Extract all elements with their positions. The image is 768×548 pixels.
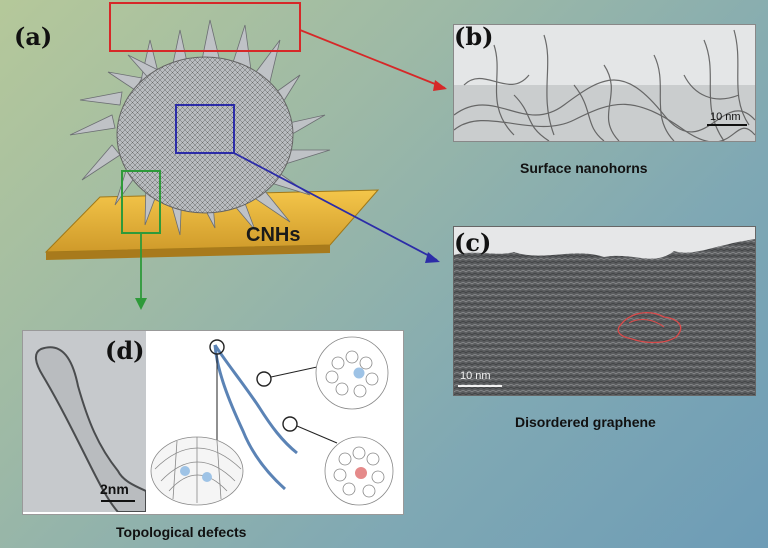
defect-cone <box>150 436 244 506</box>
panel-d-label: (d) <box>105 336 145 365</box>
caption-disordered-graphene: Disordered graphene <box>515 414 656 430</box>
zoom-box-interior <box>175 104 235 154</box>
caption-surface-nanohorns: Surface nanohorns <box>520 160 648 176</box>
zoom-box-surface <box>109 2 301 52</box>
scalebar-d: 2nm <box>100 481 129 497</box>
defect-schematic <box>150 336 394 506</box>
substrate-label: CNHs <box>246 224 301 246</box>
scalebar-c: 10 nm <box>460 370 491 382</box>
panel-a-label: (a) <box>14 22 53 51</box>
defect-pentagon-cluster <box>315 336 389 410</box>
tem-image-surface: 10 nm <box>453 24 756 142</box>
tem-image-defects: 2nm <box>23 331 146 512</box>
panel-c-label: (c) <box>454 228 492 257</box>
caption-topological-defects: Topological defects <box>116 524 247 540</box>
defect-heptagon-cluster <box>324 436 394 506</box>
panel-b-label: (b) <box>454 22 494 51</box>
tem-image-graphene: 10 nm <box>453 226 756 396</box>
scalebar-b: 10 nm <box>710 111 741 123</box>
